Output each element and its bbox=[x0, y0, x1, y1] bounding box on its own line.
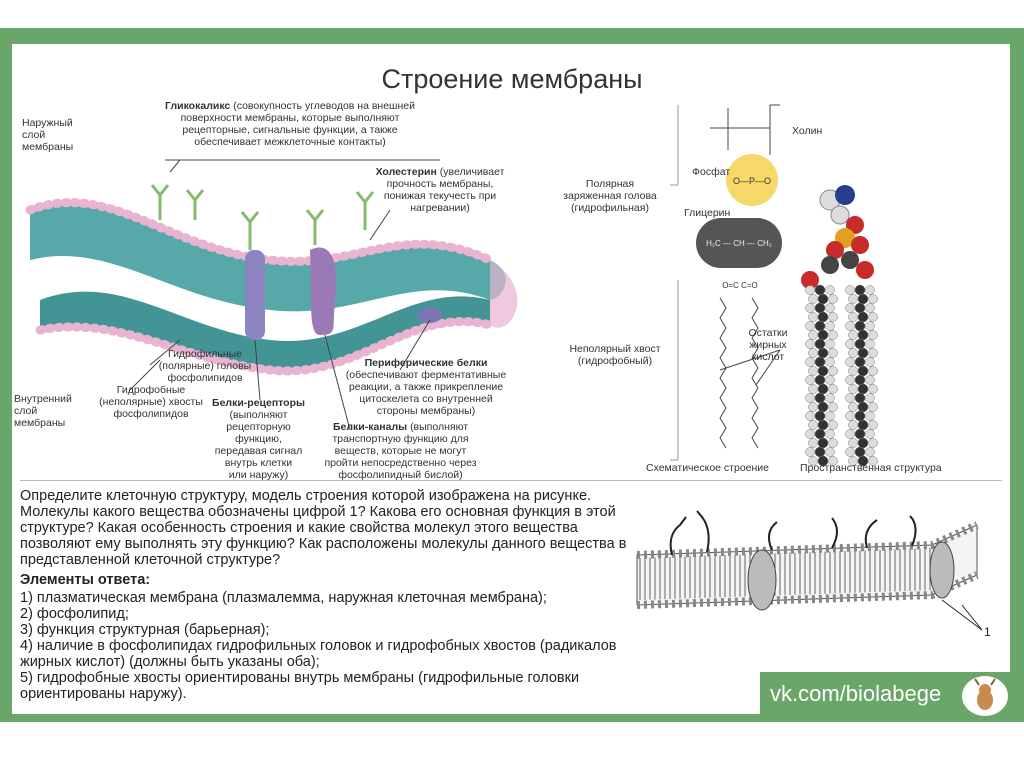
fatty-acid-chains bbox=[806, 285, 878, 466]
answer-item: 3) функция структурная (барьерная); bbox=[20, 622, 640, 638]
svg-text:O=C C=O: O=C C=O bbox=[722, 281, 758, 290]
receptor-protein bbox=[245, 250, 265, 340]
callout-number: 1 bbox=[984, 625, 991, 639]
channel-proteins-label: Белки-каналы (выполняют транспортную фун… bbox=[318, 421, 483, 481]
divider bbox=[20, 480, 1002, 481]
membrane-sketch: 1 bbox=[632, 500, 1002, 650]
channel-protein bbox=[310, 247, 336, 335]
answers-list: 1) плазматическая мембрана (плазмалемма,… bbox=[20, 590, 640, 702]
sketch-protein-left bbox=[748, 550, 776, 610]
phospholipid-diagram: O—P—O H₂C — CH — CH₂ O=C C=O bbox=[660, 100, 990, 475]
sketch-protein-right bbox=[930, 542, 954, 598]
spatial-caption: Пространственная структура bbox=[800, 462, 942, 474]
space-filling-model bbox=[801, 185, 874, 289]
slide-title: Строение мембраны bbox=[0, 64, 1024, 95]
schematic-caption: Схематическое строение bbox=[646, 462, 769, 474]
answer-item: 5) гидрофобные хвосты ориентированы внут… bbox=[20, 670, 640, 702]
glycocalyx-label: Гликокаликс (совокупность углеводов на в… bbox=[140, 100, 440, 148]
svg-text:O—P—O: O—P—O bbox=[733, 176, 771, 186]
answers-title: Элементы ответа: bbox=[20, 572, 150, 588]
answer-item: 4) наличие в фосфолипидах гидрофильных г… bbox=[20, 638, 640, 670]
answer-item: 2) фосфолипид; bbox=[20, 606, 640, 622]
peripheral-proteins-label: Периферические белки (обеспечивают ферме… bbox=[336, 357, 516, 417]
tail-right bbox=[752, 298, 758, 448]
glycerol-label: Глицерин bbox=[684, 207, 730, 219]
deer-logo-icon bbox=[962, 676, 1008, 716]
svg-text:H₂C — CH — CH₂: H₂C — CH — CH₂ bbox=[706, 239, 772, 248]
footer-link[interactable]: vk.com/biolabege bbox=[770, 681, 941, 707]
cholesterol-label: Холестерин (увеличивает прочность мембра… bbox=[360, 166, 520, 214]
question-text: Определите клеточную структуру, модель с… bbox=[20, 488, 640, 568]
choline-group bbox=[710, 105, 780, 155]
nonpolar-tail-label: Неполярный хвост(гидрофобный) bbox=[565, 343, 665, 367]
tail-left bbox=[720, 298, 726, 448]
choline-label: Холин bbox=[792, 125, 822, 137]
phosphate-label: Фосфат bbox=[692, 166, 730, 178]
answer-item: 1) плазматическая мембрана (плазмалемма,… bbox=[20, 590, 640, 606]
